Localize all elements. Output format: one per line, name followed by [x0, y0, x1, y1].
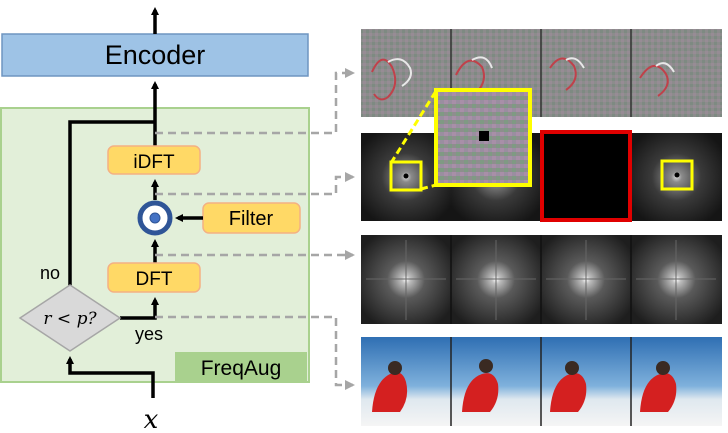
- zoom-inset: [434, 88, 532, 187]
- encoder-label: Encoder: [105, 40, 206, 70]
- strip-filtered-video: [361, 29, 722, 117]
- dft-box: [107, 262, 201, 293]
- person-figure-3: [550, 361, 587, 412]
- strip-filtered-spectrum: [361, 130, 722, 222]
- filter-label: Filter: [229, 208, 274, 230]
- freqaug-label: FreqAug: [201, 357, 282, 380]
- decision-diamond: [18, 284, 122, 352]
- idft-label: iDFT: [133, 152, 175, 173]
- freqaug-label-box: [175, 352, 307, 382]
- zoom-connector-left: [389, 90, 438, 164]
- bypass-no-path: [68, 120, 155, 300]
- strip-input-video: [361, 337, 722, 426]
- input-label: x: [144, 405, 159, 433]
- person-figure-4: [640, 361, 677, 412]
- input-arrow: [66, 356, 155, 398]
- dashed-link-filtered-spectrum: [155, 172, 355, 196]
- no-label: no: [40, 263, 60, 283]
- dft-label: DFT: [136, 269, 173, 290]
- dashed-link-input-video: [155, 315, 355, 390]
- dashed-link-filtered-video: [155, 68, 355, 135]
- strip-spectrum: [361, 235, 722, 324]
- low-freq-highlight-4: [660, 159, 694, 191]
- person-figure-2: [462, 359, 499, 412]
- filter-operator-center-icon: [149, 212, 161, 224]
- decision-label: r < p?: [43, 309, 97, 329]
- yes-label: yes: [135, 324, 163, 344]
- low-freq-highlight-1: [389, 160, 423, 192]
- zoom-connector-right: [420, 183, 437, 191]
- person-figure-1: [372, 361, 408, 412]
- zoom-center-block: [479, 131, 489, 141]
- blocked-frame-highlight: [540, 130, 632, 222]
- idft-box: [107, 145, 201, 175]
